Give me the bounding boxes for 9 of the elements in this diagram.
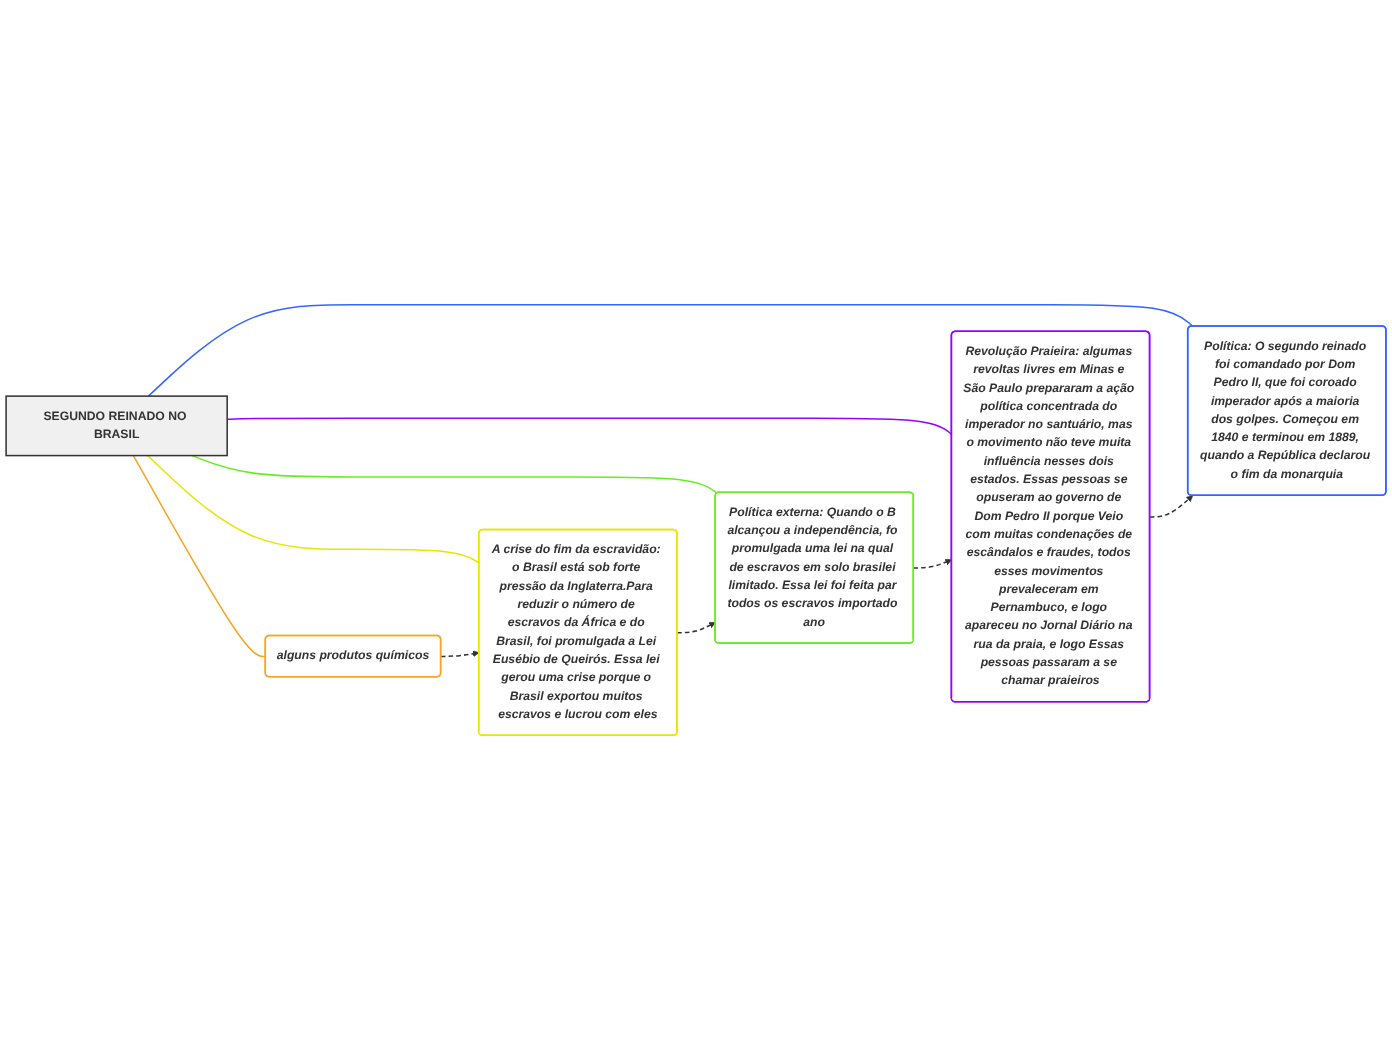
arrow <box>912 558 953 569</box>
connector <box>147 303 1194 397</box>
connector <box>132 454 267 658</box>
connector <box>226 417 953 436</box>
arrow <box>1149 495 1194 518</box>
connector <box>191 454 718 494</box>
arrow <box>440 650 480 658</box>
connector <box>147 454 480 564</box>
arrow <box>676 622 716 634</box>
